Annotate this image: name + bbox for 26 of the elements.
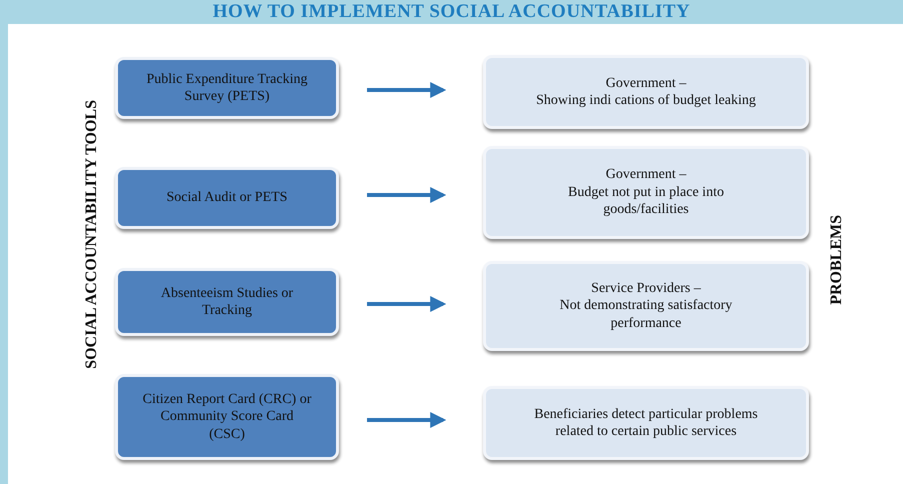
arrow — [367, 187, 446, 203]
box-text: Absenteeism Studies or Tracking — [160, 284, 294, 320]
problem-box — [483, 261, 809, 351]
tool-box — [115, 268, 339, 336]
box-text: Citizen Report Card (CRC) or Community Score Card (CSC) — [142, 390, 312, 444]
box-text: Social Audit or PETS — [166, 189, 288, 207]
problem-box — [483, 386, 809, 460]
arrow — [367, 296, 446, 312]
box-text: Public Expenditure Tracking Survey (PETS) — [146, 70, 308, 106]
box-text: Government – — [606, 74, 686, 92]
box-text: Service Providers – — [591, 280, 701, 298]
box-text: Not demonstrating satisfactory performance — [558, 297, 734, 332]
side-label: SOCIAL ACCOUNTABILITY TOOLS — [83, 100, 101, 369]
box-text: Budget not put in place into goods/facilities — [567, 184, 725, 219]
box-text: Government – — [606, 166, 686, 184]
problem-box — [483, 146, 809, 239]
title: HOW TO IMPLEMENT SOCIAL ACCOUNTABILITY — [212, 1, 690, 23]
arrow — [367, 82, 446, 98]
box-text: Showing indi cations of budget leaking — [536, 92, 756, 110]
problem-box — [483, 55, 809, 129]
tool-box — [115, 374, 339, 460]
tool-box — [115, 57, 339, 119]
box-text: Beneficiaries detect particular problems related to certain public services — [534, 406, 758, 440]
tool-box — [115, 167, 339, 229]
arrow — [367, 412, 446, 428]
side-label: PROBLEMS — [828, 215, 846, 305]
